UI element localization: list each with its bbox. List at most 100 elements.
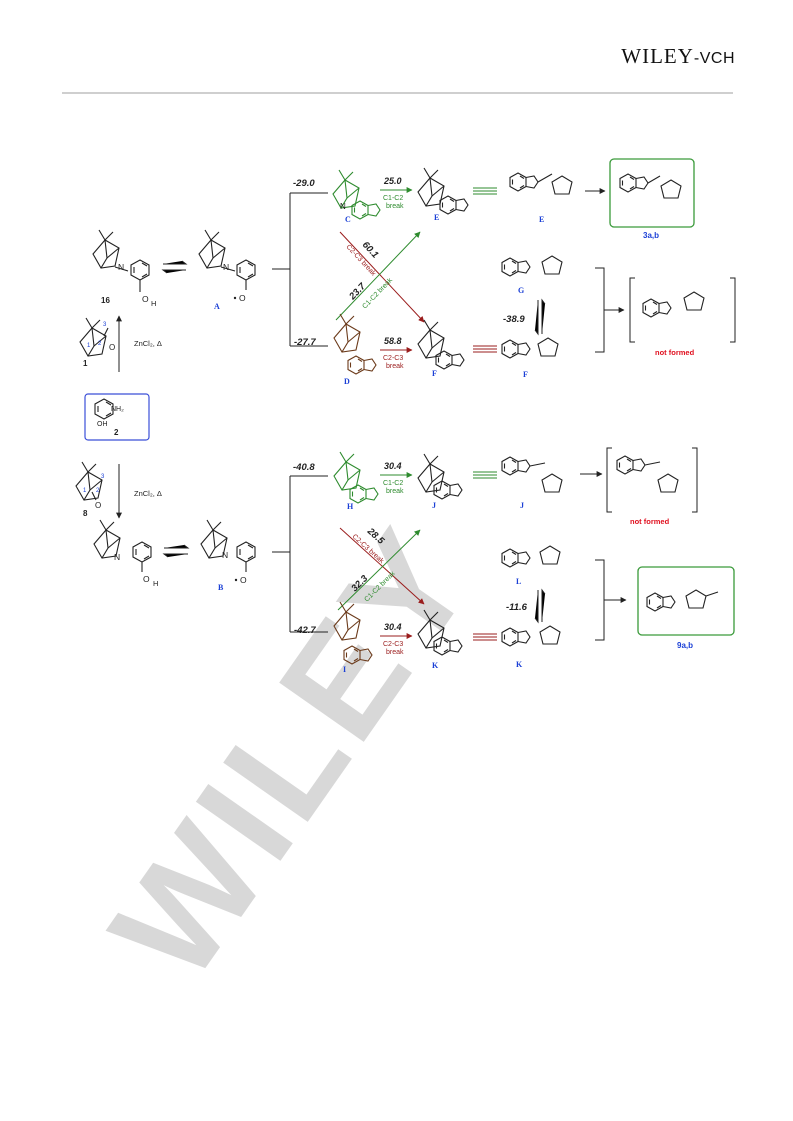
publisher-suffix: VCH	[699, 50, 735, 67]
product-9ab-structure	[646, 589, 719, 612]
bond-label-break: break	[386, 488, 404, 495]
compound-label-F: F	[432, 369, 437, 378]
compound-K-structure	[417, 609, 463, 656]
bond-label-break: break	[386, 363, 404, 370]
equivalence-lines-F	[473, 345, 497, 353]
atom-label-o: O	[142, 294, 149, 304]
locant-2: 2	[98, 341, 102, 347]
energy-bottom-lower: -42.7	[294, 625, 316, 636]
compound-label-J-open: J	[520, 501, 524, 510]
compound-label-E-open: E	[539, 215, 544, 224]
publisher-separator: -	[693, 50, 700, 67]
bond-label-break: break	[386, 203, 404, 210]
atom-label-n: N	[223, 262, 229, 272]
brackets-bottom	[606, 447, 698, 513]
energy-top-upper: -29.0	[293, 178, 315, 189]
branch-lines-bottom	[272, 475, 328, 633]
atom-label-o: O	[143, 574, 150, 584]
atom-label-o: O	[95, 501, 101, 510]
compound-label-3ab: 3a,b	[643, 231, 659, 240]
merge-lines-bottom	[595, 559, 605, 641]
radical-dot	[234, 578, 238, 582]
atom-label-n: N	[222, 550, 228, 560]
compound-L-structure	[501, 545, 561, 568]
bond-label-c2c3: C2-C3	[383, 355, 403, 362]
equilibrium-arrow-L-K	[534, 588, 546, 624]
atom-label-n: N	[340, 202, 346, 211]
bond-label-c1c2-diag-top: C1-C2 break	[361, 277, 394, 311]
compound-D-structure	[333, 313, 377, 375]
compound-label-J: J	[432, 501, 436, 510]
bond-label-c1c2: C1-C2	[383, 195, 403, 202]
bond-label-c1c2: C1-C2	[383, 480, 403, 487]
status-not-formed-top: not formed	[655, 348, 695, 357]
reagent-zncl2-top: ZnCl₂, Δ	[134, 339, 162, 348]
atom-label-o: O	[109, 343, 115, 352]
compound-label-B: B	[218, 583, 224, 592]
compound-label-K: K	[432, 661, 439, 670]
atom-label-h: H	[151, 299, 156, 308]
compound-J-open-structure	[501, 456, 563, 493]
equilibrium-arrow-16-A	[161, 260, 188, 274]
compound-A-structure	[198, 229, 256, 290]
barrier-cross-green-top: 23.7	[347, 281, 369, 303]
arrow-cross-green-bottom	[337, 529, 421, 611]
compound-label-E: E	[434, 213, 439, 222]
locant-2: 2	[96, 488, 100, 494]
barrier-H-to-J: 30.4	[384, 461, 402, 471]
reagent-2-box	[84, 393, 150, 441]
barrier-I-to-K: 30.4	[384, 622, 402, 632]
compound-F-structure	[417, 319, 465, 370]
brackets-top	[629, 277, 736, 343]
compound-C-structure	[332, 169, 381, 220]
atom-label-h: H	[153, 579, 158, 588]
publisher-name: WILEY	[621, 44, 694, 68]
barrier-G-F: -38.9	[503, 314, 525, 325]
bond-label-c1c2-diag-bottom: C1-C2 break	[363, 570, 396, 603]
locant-1: 1	[87, 343, 91, 349]
bond-label-break: break	[386, 649, 404, 656]
barrier-cross-green-bottom: 32.3	[349, 573, 370, 594]
compound-label-A: A	[214, 302, 220, 311]
publisher-logo: WILEY-VCH	[621, 44, 735, 69]
compound-E-structure	[417, 167, 469, 215]
compound-label-2: 2	[114, 428, 119, 437]
energy-bottom-upper: -40.8	[293, 462, 315, 473]
locant-3: 3	[101, 474, 105, 480]
compound-label-9ab: 9a,b	[677, 641, 693, 650]
equilibrium-arrow-imine-B	[162, 544, 190, 558]
locant-3: 3	[103, 322, 107, 328]
compound-label-I: I	[343, 665, 346, 674]
product-3ab-structure	[619, 173, 682, 199]
not-formed-bottom-structure	[616, 455, 679, 493]
energy-top-lower: -27.7	[294, 337, 316, 348]
compound-label-D: D	[344, 377, 350, 386]
atom-label-o: O	[240, 575, 247, 585]
equivalence-lines-J	[473, 471, 497, 479]
product-9ab-box	[637, 566, 735, 636]
compound-K-open-structure	[501, 625, 561, 647]
compound-label-F-open: F	[523, 370, 528, 379]
compound-label-H: H	[347, 502, 354, 511]
reagent-oh: OH	[97, 421, 108, 428]
atom-label-n: N	[114, 552, 120, 562]
compound-16-structure	[92, 229, 150, 292]
compound-imine-bottom-structure	[93, 519, 152, 572]
compound-label-C: C	[345, 215, 351, 224]
compound-8-structure	[75, 461, 103, 501]
bond-label-c2c3: C2-C3	[383, 641, 403, 648]
compound-label-8: 8	[83, 509, 88, 518]
header-rule	[62, 92, 733, 94]
compound-label-G: G	[518, 286, 524, 295]
compound-label-K-open: K	[516, 660, 523, 669]
arrow-cross-red-top	[339, 231, 425, 323]
arrow-cross-green-top	[335, 231, 421, 321]
equivalence-lines-K	[473, 633, 497, 641]
compound-1-structure	[79, 317, 109, 357]
compound-H-structure	[333, 451, 379, 504]
compound-E-open-structure	[509, 172, 573, 195]
product-3ab-box	[609, 158, 695, 228]
atom-label-n: N	[118, 262, 124, 272]
equilibrium-arrow-G-F	[534, 298, 546, 336]
